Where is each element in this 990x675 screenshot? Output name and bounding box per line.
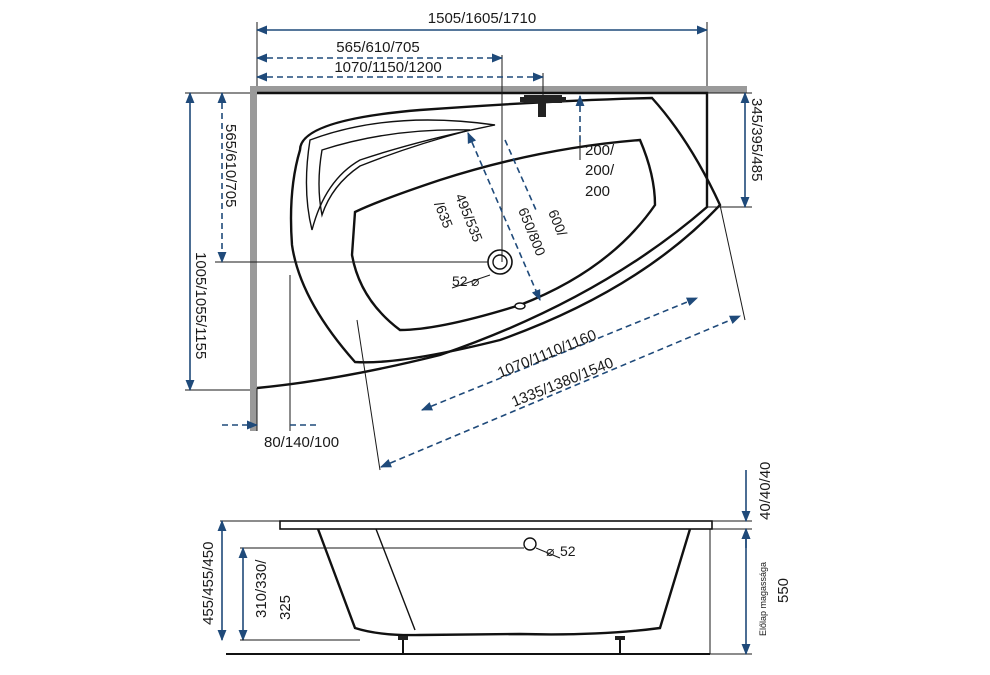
drain-inner <box>492 254 508 270</box>
dim-inner-width-b-2: 600/ <box>545 207 570 238</box>
dim-inner-width-a-1: 495/535 <box>452 191 486 244</box>
top-view: 1505/1605/1710 565/610/705 1070/1150/120… <box>185 10 765 471</box>
dim-total-depth: 1005/1055/1155 <box>192 252 209 359</box>
dim-drain-offset: 565/610/705 <box>336 39 419 56</box>
dim-tap-inset-1: 200/ <box>585 142 615 159</box>
tub-rim <box>289 96 722 364</box>
dim-inner-width-b-line <box>504 139 537 211</box>
tub-backrest-inner <box>318 129 471 218</box>
dim-drain-depth-left: 565/610/705 <box>222 124 239 207</box>
dim-overflow-diameter-symbol: ⌀ <box>546 543 555 559</box>
dim-rim-thickness: 40/40/40 <box>757 462 774 520</box>
side-view: ⌀ 52 40/40/40 455/455/450 310/330/ 325 E… <box>200 462 792 656</box>
tub-backrest <box>305 119 496 231</box>
tub-rim-side <box>279 520 713 530</box>
dim-inner-width-a-line <box>467 131 541 302</box>
dim-total-width: 1505/1605/1710 <box>428 10 536 27</box>
dim-right-depth: 345/395/485 <box>748 98 765 181</box>
dim-drain-diameter-label: 52 <box>452 273 468 289</box>
dim-overflow-diameter: 52 <box>560 543 576 559</box>
dim-inner-width-b-1: 650/800 <box>515 205 549 258</box>
dim-outer-length-line <box>379 315 742 468</box>
dim-tap-inset-3: 200 <box>585 183 610 200</box>
dim-tap-inset-2: 200/ <box>585 162 615 179</box>
tub-body-side <box>316 528 692 637</box>
feet-icon <box>398 636 625 654</box>
dim-panel-height: 550 <box>775 578 792 603</box>
dim-tap-offset: 1070/1150/1200 <box>334 59 441 76</box>
tap-icon <box>520 95 566 117</box>
back-wall <box>250 86 747 93</box>
dim-bottom-offset: 80/140/100 <box>264 434 339 451</box>
side-wall <box>250 86 257 431</box>
dim-overflow-height: 455/455/450 <box>200 542 217 625</box>
dim-inner-width-a-2: /635 <box>431 199 456 230</box>
dim-drain-diameter-symbol: ⌀ <box>471 273 480 289</box>
overflow-hole-side <box>523 537 537 551</box>
dim-inner-depth-1: 310/330/ <box>253 559 270 618</box>
dim-inner-depth-2: 325 <box>277 595 294 620</box>
dim-panel-label: Előlap magassága <box>758 562 768 636</box>
overflow-hole <box>514 302 526 310</box>
